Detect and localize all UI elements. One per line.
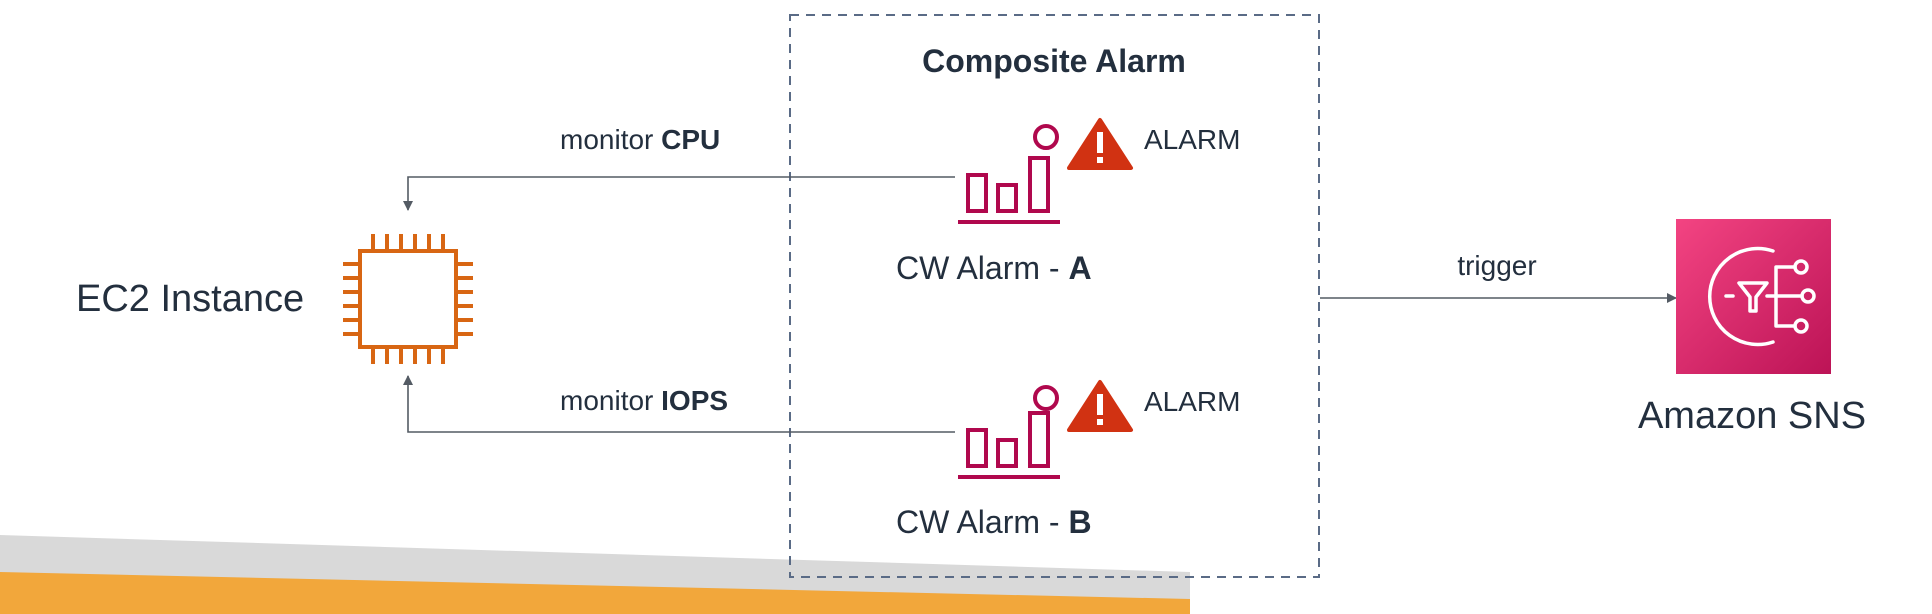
composite-alarm-box [789,14,1320,578]
alarm-a-name-letter: A [1068,250,1091,286]
monitor-iops-metric: IOPS [661,385,728,416]
monitor-iops-arrow [403,375,955,433]
alarm-a-state: ALARM [1144,124,1240,155]
sns-label: Amazon SNS [1638,395,1866,437]
alarm-b-name-letter: B [1068,504,1091,540]
alarm-a-name-prefix: CW Alarm - [896,250,1068,286]
alarm-b-state: ALARM [1144,386,1240,417]
composite-alarm-title: Composite Alarm [922,43,1186,79]
cloudwatch-alarm-icon [958,124,1060,224]
ec2-instance-label: EC2 Instance [76,278,304,320]
footer-decoration [0,535,1190,614]
monitor-cpu-arrow [403,176,955,211]
alarm-b-name-prefix: CW Alarm - [896,504,1068,540]
trigger-label: trigger [1457,250,1536,281]
cw-alarm-b: ALARM CW Alarm - B [896,380,1240,540]
monitor-iops-label: monitor IOPS [560,385,728,416]
alarm-b-name: CW Alarm - B [896,504,1092,540]
monitor-cpu-prefix: monitor [560,124,661,155]
cloudwatch-alarm-icon [958,385,1060,479]
monitor-iops-prefix: monitor [560,385,661,416]
warning-icon [1067,118,1133,170]
monitor-cpu-metric: CPU [661,124,720,155]
monitor-cpu-label: monitor CPU [560,124,720,155]
connectors [403,176,1677,433]
cw-alarm-a: ALARM CW Alarm - A [896,118,1240,286]
ec2-chip-icon [343,234,473,364]
alarm-a-name: CW Alarm - A [896,250,1092,286]
warning-icon [1067,380,1133,432]
sns-icon [1676,219,1831,374]
